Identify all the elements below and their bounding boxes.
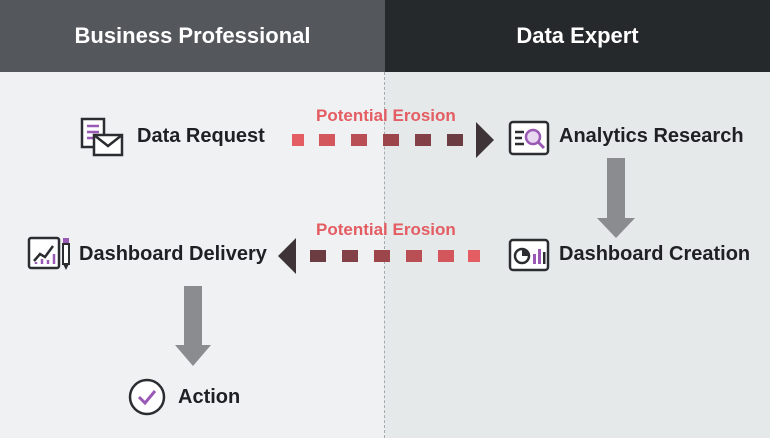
data-request-icon	[80, 117, 124, 157]
arrowhead-right	[476, 122, 494, 158]
node-action: Action	[178, 386, 241, 408]
check-circle-icon	[128, 378, 166, 416]
arrowhead-left	[278, 238, 296, 274]
dashboard-creation-icon	[508, 238, 550, 272]
erosion-connector-bottom	[278, 238, 480, 274]
header-data-expert: Data Expert	[385, 0, 770, 72]
erosion-label-bottom: Potential Erosion	[316, 220, 456, 239]
header-business-professional: Business Professional	[0, 0, 385, 72]
erosion-connector-top	[292, 122, 494, 158]
down-arrow-research-to-creation	[597, 158, 635, 238]
header-data-expert-label: Data Expert	[516, 23, 639, 48]
header-business-professional-label: Business Professional	[74, 23, 311, 48]
node-dashboard-creation: Dashboard Creation	[559, 243, 751, 265]
analytics-research-icon	[508, 120, 550, 156]
node-dashboard-delivery: Dashboard Delivery	[79, 243, 267, 265]
dashboard-delivery-icon	[27, 236, 70, 270]
down-arrow-delivery-to-action	[175, 286, 211, 366]
node-data-request: Data Request	[137, 125, 265, 147]
node-analytics-research: Analytics Research	[559, 125, 744, 147]
erosion-label-top: Potential Erosion	[316, 106, 456, 125]
